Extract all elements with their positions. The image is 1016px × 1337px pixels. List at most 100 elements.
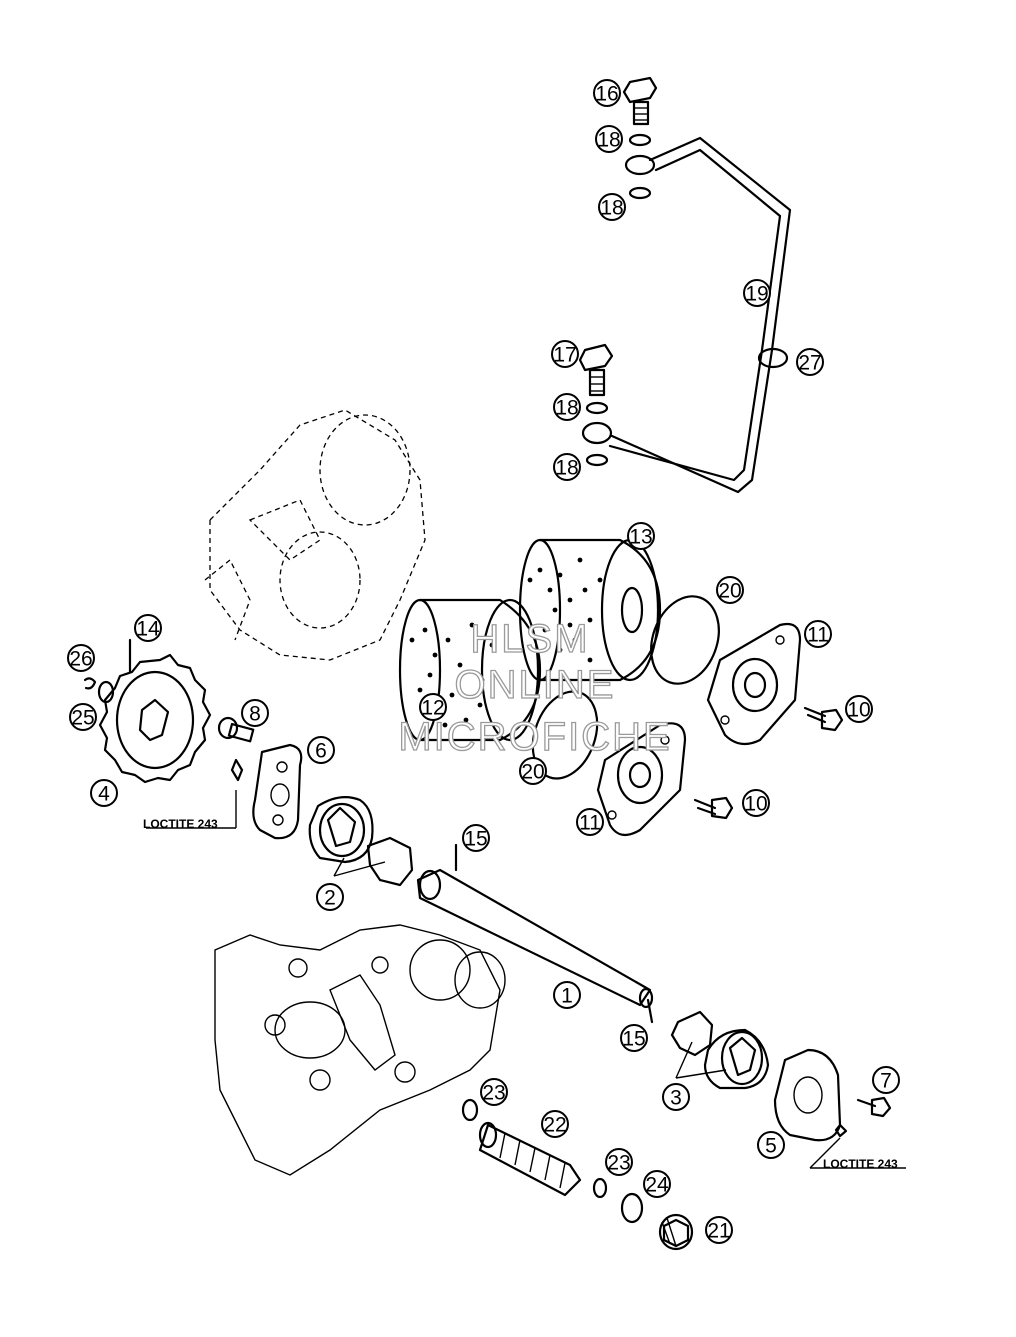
svg-text:22: 22 — [543, 1114, 566, 1137]
pump-inner-rotor-left — [366, 836, 414, 887]
svg-text:11: 11 — [579, 812, 601, 835]
svg-text:24: 24 — [645, 1174, 669, 1197]
svg-text:27: 27 — [798, 352, 821, 375]
watermark: HLSM ONLINE MICROFICHE — [398, 616, 671, 759]
callout-4: 4 — [90, 779, 118, 807]
svg-text:18: 18 — [555, 397, 578, 420]
callout-8: 8 — [241, 699, 269, 727]
svg-text:19: 19 — [745, 283, 768, 306]
callout-24: 24 — [643, 1170, 671, 1198]
callout-18b: 18 — [598, 193, 626, 221]
svg-text:3: 3 — [670, 1087, 682, 1110]
svg-text:4: 4 — [98, 783, 110, 806]
callout-15b: 15 — [620, 1024, 648, 1052]
callout-13: 13 — [627, 522, 655, 550]
svg-text:10: 10 — [847, 699, 870, 722]
callout-3: 3 — [662, 1083, 690, 1111]
callout-17: 17 — [551, 340, 579, 368]
callout-23b: 23 — [605, 1148, 633, 1176]
callout-18a: 18 — [595, 125, 623, 153]
pump-cover-left — [252, 743, 303, 840]
svg-text:20: 20 — [521, 761, 544, 784]
callout-18c: 18 — [553, 393, 581, 421]
svg-text:23: 23 — [482, 1082, 505, 1105]
callout-bubbles: 1 2 3 4 5 6 7 8 10 10 11 11 12 13 14 15 … — [67, 79, 900, 1244]
banjo-bolt-lower — [578, 343, 614, 397]
oil-pump-shaft — [416, 868, 654, 1009]
cover-bolt-front — [693, 796, 734, 820]
callout-2: 2 — [316, 883, 344, 911]
banjo-bolt-upper — [622, 76, 658, 126]
oil-pipe-assembly — [578, 76, 792, 494]
callout-22: 22 — [541, 1110, 569, 1138]
loctite-label-right: LOCTITE 243 — [823, 1157, 898, 1171]
pump-cover-screw — [834, 1096, 892, 1138]
pump-cover-right — [773, 1048, 842, 1142]
sealing-washer — [628, 133, 652, 147]
crankcase-outline — [214, 924, 506, 1176]
svg-text:18: 18 — [597, 129, 620, 152]
watermark-line-3: MICROFICHE — [398, 715, 671, 759]
svg-text:21: 21 — [707, 1220, 730, 1243]
callout-11b: 11 — [576, 808, 604, 836]
callout-25: 25 — [69, 703, 97, 731]
svg-text:26: 26 — [69, 648, 92, 671]
plug-o-ring — [620, 1192, 644, 1224]
loctite-label-left: LOCTITE 243 — [143, 817, 218, 831]
callout-27: 27 — [796, 348, 824, 376]
svg-text:25: 25 — [71, 707, 94, 730]
sealing-washer — [585, 453, 609, 467]
svg-text:5: 5 — [765, 1135, 777, 1158]
leader-lines — [146, 790, 906, 1169]
oil-strainer — [478, 1121, 582, 1197]
svg-text:20: 20 — [718, 580, 741, 603]
svg-text:14: 14 — [136, 618, 160, 641]
banjo-fitting-lower — [581, 421, 613, 445]
ghost-engine-outline — [204, 409, 426, 661]
pump-rotor-left — [308, 795, 374, 864]
callout-20a: 20 — [716, 576, 744, 604]
svg-text:18: 18 — [555, 457, 578, 480]
svg-text:2: 2 — [324, 887, 336, 910]
callout-10a: 10 — [845, 695, 873, 723]
sealing-washer — [628, 186, 652, 200]
svg-text:18: 18 — [600, 197, 623, 220]
callout-11a: 11 — [804, 620, 832, 648]
svg-text:23: 23 — [607, 1152, 630, 1175]
strainer-o-ring — [592, 1177, 608, 1199]
svg-text:15: 15 — [464, 828, 487, 851]
filter-cover-rear — [706, 622, 802, 746]
gear-circlip — [83, 677, 97, 690]
oil-pipe — [610, 136, 792, 494]
svg-text:1: 1 — [561, 985, 573, 1008]
svg-text:6: 6 — [315, 740, 327, 763]
callout-19: 19 — [743, 279, 771, 307]
watermark-line-2: ONLINE — [455, 663, 616, 707]
callout-18d: 18 — [553, 453, 581, 481]
cover-bolt-rear — [803, 706, 844, 732]
svg-text:7: 7 — [880, 1070, 892, 1093]
pump-drive-gear — [98, 653, 212, 784]
filter-cover-front — [596, 722, 687, 837]
pump-shaft-pin — [646, 998, 654, 1024]
callout-21: 21 — [705, 1216, 733, 1244]
svg-text:16: 16 — [595, 83, 618, 106]
pipe-grommet — [757, 347, 789, 369]
callout-16: 16 — [593, 79, 621, 107]
watermark-line-1: HLSM — [470, 617, 589, 661]
filter-cover-o-ring-rear — [650, 595, 720, 685]
banjo-fitting-upper — [624, 154, 656, 176]
callout-26: 26 — [67, 644, 95, 672]
pump-inner-rotor-right — [670, 1010, 714, 1057]
svg-text:13: 13 — [629, 526, 652, 549]
filter-cover-o-ring-front — [531, 690, 599, 780]
callout-12: 12 — [419, 693, 447, 721]
callout-1: 1 — [553, 981, 581, 1009]
callout-10b: 10 — [742, 789, 770, 817]
screw-plug — [658, 1213, 694, 1251]
callout-15a: 15 — [462, 824, 490, 852]
sealing-washer — [585, 401, 609, 415]
pump-rotor-right — [703, 1028, 770, 1090]
svg-text:17: 17 — [553, 344, 576, 367]
